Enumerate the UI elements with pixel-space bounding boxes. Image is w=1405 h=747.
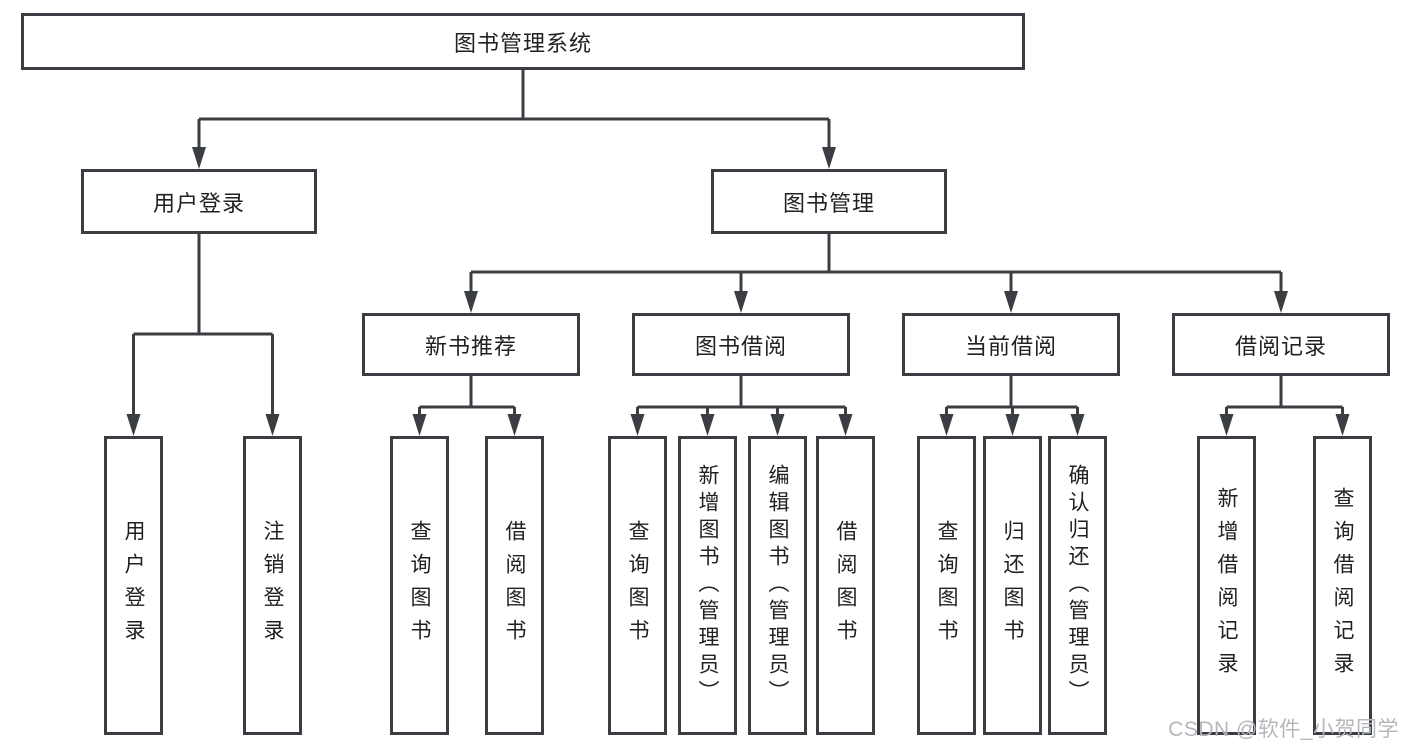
leaf-br-query-record-label: 查询借阅记录 xyxy=(1331,486,1354,685)
arrowhead-icon xyxy=(630,414,645,436)
leaf-bb-edit-books-admin: 编辑图书（管理员） xyxy=(748,436,807,735)
leaf-bb-edit-books-admin-label: 编辑图书（管理员） xyxy=(766,464,789,707)
leaf-nb-query-books: 查询图书 xyxy=(390,436,449,735)
arrowhead-icon xyxy=(1070,414,1085,436)
arrowhead-icon xyxy=(1005,414,1020,436)
arrowhead-icon xyxy=(1274,291,1288,313)
leaf-cb-query-books-label: 查询图书 xyxy=(935,519,958,652)
csdn-watermark: CSDN @软件_小贺同学 xyxy=(1168,718,1399,741)
leaf-br-add-record: 新增借阅记录 xyxy=(1197,436,1256,735)
arrowhead-icon xyxy=(822,147,836,169)
leaf-nb-borrow-books-label: 借阅图书 xyxy=(503,519,526,652)
arrowhead-icon xyxy=(464,291,478,313)
arrowhead-icon xyxy=(1004,291,1018,313)
node-user-login: 用户登录 xyxy=(81,169,317,234)
leaf-cb-confirm-return-admin: 确认归还（管理员） xyxy=(1048,436,1107,735)
leaf-nb-query-books-label: 查询图书 xyxy=(408,519,431,652)
node-borrow-records-label: 借阅记录 xyxy=(1234,333,1327,359)
arrowhead-icon xyxy=(700,414,715,436)
arrowhead-icon xyxy=(507,414,522,436)
connector-path xyxy=(132,70,1344,418)
node-borrow-records: 借阅记录 xyxy=(1172,313,1390,376)
node-current-borrow: 当前借阅 xyxy=(902,313,1120,376)
leaf-cb-return-books-label: 归还图书 xyxy=(1001,519,1024,652)
leaf-br-query-record: 查询借阅记录 xyxy=(1313,436,1372,735)
leaf-bb-query-books-label: 查询图书 xyxy=(626,519,649,652)
arrowhead-icon xyxy=(734,291,748,313)
leaf-user-login: 用户登录 xyxy=(104,436,163,735)
arrowhead-icon xyxy=(192,147,206,169)
arrowhead-icon xyxy=(838,414,853,436)
arrowhead-icon xyxy=(126,414,141,436)
arrowhead-icon xyxy=(1335,414,1350,436)
leaf-br-add-record-label: 新增借阅记录 xyxy=(1215,486,1238,685)
node-book-management-label: 图书管理 xyxy=(782,190,875,216)
node-new-book-recommend: 新书推荐 xyxy=(362,313,580,376)
node-book-management: 图书管理 xyxy=(711,169,947,234)
leaf-user-login-label: 用户登录 xyxy=(122,519,145,652)
arrowhead-icon xyxy=(412,414,427,436)
arrowhead-icon xyxy=(939,414,954,436)
node-book-borrow-label: 图书借阅 xyxy=(694,333,787,359)
arrowhead-icon xyxy=(770,414,785,436)
node-book-borrow: 图书借阅 xyxy=(632,313,850,376)
leaf-cb-query-books: 查询图书 xyxy=(917,436,976,735)
leaf-bb-add-books-admin-label: 新增图书（管理员） xyxy=(696,464,719,707)
leaf-cb-confirm-return-admin-label: 确认归还（管理员） xyxy=(1066,464,1089,707)
arrowhead-icon xyxy=(265,414,280,436)
node-root: 图书管理系统 xyxy=(21,13,1025,70)
leaf-bb-borrow-books-label: 借阅图书 xyxy=(834,519,857,652)
leaf-bb-borrow-books: 借阅图书 xyxy=(816,436,875,735)
leaf-logout-label: 注销登录 xyxy=(261,519,284,652)
node-root-label: 图书管理系统 xyxy=(453,30,592,56)
arrowhead-icon xyxy=(1219,414,1234,436)
leaf-bb-add-books-admin: 新增图书（管理员） xyxy=(678,436,737,735)
node-current-borrow-label: 当前借阅 xyxy=(964,333,1057,359)
leaf-nb-borrow-books: 借阅图书 xyxy=(485,436,544,735)
leaf-logout: 注销登录 xyxy=(243,436,302,735)
leaf-bb-query-books: 查询图书 xyxy=(608,436,667,735)
node-user-login-label: 用户登录 xyxy=(152,190,245,216)
node-new-book-recommend-label: 新书推荐 xyxy=(424,333,517,359)
leaf-cb-return-books: 归还图书 xyxy=(983,436,1042,735)
